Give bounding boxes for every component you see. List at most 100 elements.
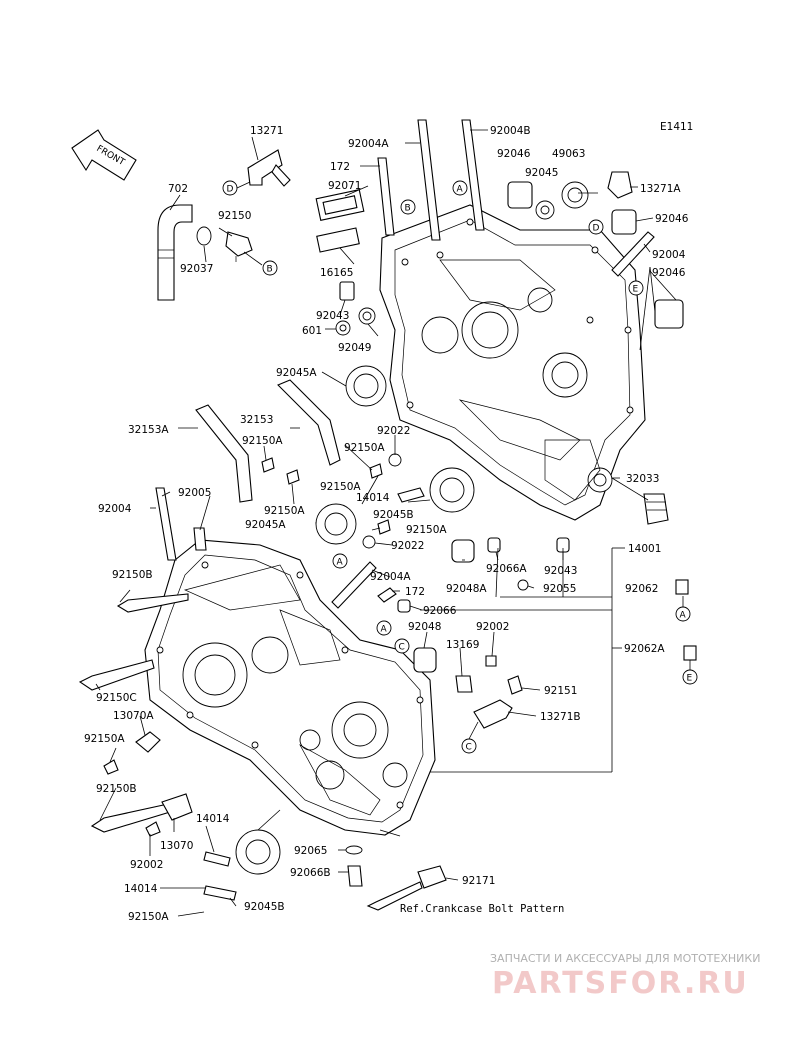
- callout-b-marker: B: [400, 199, 416, 215]
- part-label-92049: 92049: [338, 342, 371, 354]
- svg-text:C: C: [466, 743, 472, 753]
- part-label-92004a-lower: 92004A: [370, 571, 411, 583]
- callout-d-marker: D: [222, 180, 238, 196]
- svg-text:E: E: [687, 674, 693, 684]
- callout-e-marker: E: [628, 280, 644, 296]
- callout-c-marker: C: [394, 638, 410, 654]
- part-label-92004a: 92004A: [348, 138, 389, 150]
- part-label-13271a: 13271A: [640, 183, 681, 195]
- callout-e-marker: E: [682, 669, 698, 685]
- part-label-92150a-1: 92150A: [242, 435, 283, 447]
- upper-crankcase: [379, 204, 646, 521]
- part-label-32033: 32033: [626, 473, 659, 485]
- callout-a-marker: A: [452, 180, 468, 196]
- diagram-code: E1411: [660, 121, 693, 133]
- part-label-92002-right: 92002: [476, 621, 509, 633]
- part-label-92045b-top: 92045B: [373, 509, 414, 521]
- part-label-92002-lower: 92002: [130, 859, 163, 871]
- part-label-92066a: 92066A: [486, 563, 527, 575]
- callout-d-marker: D: [588, 219, 604, 235]
- part-label-92045a-lower: 92045A: [245, 519, 286, 531]
- svg-text:A: A: [457, 185, 464, 195]
- svg-text:B: B: [405, 204, 411, 214]
- part-label-14014-top: 14014: [356, 492, 390, 504]
- part-shapes: [78, 119, 697, 911]
- lower-crankcase: [144, 539, 436, 836]
- part-label-92150a-2: 92150A: [344, 442, 385, 454]
- part-label-92150b-lower: 92150B: [96, 783, 137, 795]
- part-label-92046-top: 92046: [497, 148, 531, 160]
- part-label-92150a-4: 92150A: [264, 505, 305, 517]
- part-label-92071: 92071: [328, 180, 361, 192]
- part-label-92046-right-2: 92046: [652, 267, 686, 279]
- part-label-172-lower: 172: [405, 586, 425, 598]
- callout-a-marker: A: [332, 553, 348, 569]
- part-label-92043-lower: 92043: [544, 565, 577, 577]
- part-label-13271b: 13271B: [540, 711, 581, 723]
- watermark: ЗАПЧАСТИ И АКСЕССУАРЫ ДЛЯ МОТОТЕХНИКИ PA…: [490, 952, 760, 1001]
- part-label-92150c: 92150C: [96, 692, 137, 704]
- svg-text:A: A: [337, 558, 344, 568]
- watermark-logo: PARTSFOR.RU: [492, 966, 749, 1001]
- callout-a-marker: A: [376, 620, 392, 636]
- part-label-92043-top: 92043: [316, 310, 349, 322]
- svg-text:A: A: [680, 611, 687, 621]
- part-label-92022-lower: 92022: [391, 540, 424, 552]
- bolt-pattern-note: Ref.Crankcase Bolt Pattern: [400, 903, 564, 915]
- part-label-92150b-top: 92150B: [112, 569, 153, 581]
- part-label-92022-top: 92022: [377, 425, 410, 437]
- part-label-13070: 13070: [160, 840, 193, 852]
- callout-b-marker: B: [262, 260, 278, 276]
- part-label-92150: 92150: [218, 210, 251, 222]
- front-arrow-icon: FRONT: [71, 129, 137, 181]
- part-label-92066b: 92066B: [290, 867, 331, 879]
- part-label-16165: 16165: [320, 267, 353, 279]
- part-label-92062a: 92062A: [624, 643, 665, 655]
- part-label-32153: 32153: [240, 414, 273, 426]
- part-label-702: 702: [168, 183, 188, 195]
- part-label-92048: 92048: [408, 621, 441, 633]
- part-label-92150a-left: 92150A: [84, 733, 125, 745]
- watermark-tagline: ЗАПЧАСТИ И АКСЕССУАРЫ ДЛЯ МОТОТЕХНИКИ: [490, 952, 760, 965]
- part-label-92151: 92151: [544, 685, 577, 697]
- svg-text:E: E: [633, 285, 639, 295]
- part-label-92055: 92055: [543, 583, 576, 595]
- part-labels: 13271 702 92150 92037 92004A 92004B 9204…: [84, 125, 689, 923]
- svg-text:A: A: [381, 625, 388, 635]
- part-label-92045b-lower: 92045B: [244, 901, 285, 913]
- part-label-92004-right: 92004: [652, 249, 686, 261]
- part-label-92046-right: 92046: [655, 213, 689, 225]
- part-label-92150a-5: 92150A: [406, 524, 447, 536]
- part-label-14014-lower-2: 14014: [124, 883, 158, 895]
- svg-text:B: B: [267, 265, 273, 275]
- part-label-92037: 92037: [180, 263, 213, 275]
- svg-text:C: C: [399, 643, 405, 653]
- callout-a-marker: A: [675, 606, 691, 622]
- part-label-49063: 49063: [552, 148, 585, 160]
- part-label-92150a-3: 92150A: [320, 481, 361, 493]
- leader-lines: [95, 129, 677, 917]
- part-label-14014-lower-1: 14014: [196, 813, 230, 825]
- part-label-92048a: 92048A: [446, 583, 487, 595]
- part-label-14001: 14001: [628, 543, 661, 555]
- callout-markers: A B D B D E A A C A E C: [222, 180, 698, 754]
- part-label-92150a-bottom: 92150A: [128, 911, 169, 923]
- part-label-32153a: 32153A: [128, 424, 169, 436]
- part-label-172-top: 172: [330, 161, 350, 173]
- part-label-92005: 92005: [178, 487, 211, 499]
- part-label-92045a-top: 92045A: [276, 367, 317, 379]
- part-label-601: 601: [302, 325, 322, 337]
- part-label-13271: 13271: [250, 125, 283, 137]
- part-label-92065: 92065: [294, 845, 327, 857]
- svg-text:D: D: [227, 185, 234, 195]
- part-label-92004b: 92004B: [490, 125, 531, 137]
- part-label-13169: 13169: [446, 639, 479, 651]
- callout-c-marker: C: [461, 738, 477, 754]
- svg-text:D: D: [593, 224, 600, 234]
- part-label-13070a: 13070A: [113, 710, 154, 722]
- part-label-92066: 92066: [423, 605, 457, 617]
- part-label-92171: 92171: [462, 875, 495, 887]
- part-label-92062: 92062: [625, 583, 658, 595]
- part-label-92004-left: 92004: [98, 503, 132, 515]
